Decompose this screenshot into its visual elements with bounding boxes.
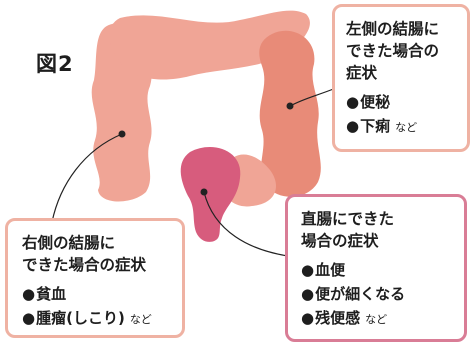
rectal-heading: 直腸にできた 場合の症状 (301, 208, 464, 252)
figure-label: 図2 (36, 52, 74, 76)
right-colon-symptoms-box: 右側の結腸に できた場合の症状 ●貧血 ●腫瘤(しこり) など (5, 218, 185, 338)
bullet-icon: ● (346, 117, 360, 135)
etc-label: など (395, 121, 418, 134)
transverse-colon (109, 10, 310, 80)
etc-label: など (365, 313, 388, 326)
right-colon-pointer (51, 133, 123, 223)
bullet-icon: ● (346, 93, 360, 111)
bullet-icon: ● (301, 261, 315, 279)
bullet-icon: ● (301, 309, 315, 327)
heading-line: 右側の結腸に (22, 234, 116, 252)
symptom-text: 残便感 (315, 309, 361, 327)
bullet-icon: ● (301, 285, 315, 303)
rectal-symptoms-box: 直腸にできた 場合の症状 ●血便 ●便が細くなる ●残便感など (285, 194, 467, 342)
left-colon-dot (286, 102, 294, 110)
bullet-icon: ● (22, 309, 36, 327)
pointer-lines (51, 87, 337, 257)
symptom-text: 貧血 (36, 285, 67, 303)
right-colon-dot (118, 130, 126, 138)
symptom-text: 便が細くなる (315, 285, 406, 303)
symptom-text: 腫瘤(しこり) (36, 309, 125, 327)
symptom-item: ●下痢など (346, 114, 467, 140)
heading-line: 左側の結腸に (346, 20, 440, 38)
heading-line: 症状 (346, 64, 378, 82)
colon-shape (91, 10, 321, 242)
left-colon-symptom-list: ●便秘 ●下痢など (346, 90, 467, 140)
heading-line: できた場合の (346, 42, 440, 60)
etc-label: など (129, 313, 152, 326)
symptom-item: ●腫瘤(しこり) など (22, 306, 182, 332)
rectal-symptom-list: ●血便 ●便が細くなる ●残便感など (301, 258, 464, 332)
symptom-item: ●貧血 (22, 282, 182, 306)
right-colon-symptom-list: ●貧血 ●腫瘤(しこり) など (22, 282, 182, 332)
rectal-pointer (203, 191, 289, 257)
left-colon-heading: 左側の結腸に できた場合の 症状 (346, 18, 467, 84)
descending-colon (259, 30, 321, 197)
right-colon-heading: 右側の結腸に できた場合の症状 (22, 232, 182, 276)
symptom-text: 便秘 (360, 93, 391, 111)
symptom-text: 下痢 (360, 117, 391, 135)
symptom-item: ●血便 (301, 258, 464, 282)
symptom-item: ●残便感など (301, 306, 464, 332)
left-colon-symptoms-box: 左側の結腸に できた場合の 症状 ●便秘 ●下痢など (332, 4, 470, 152)
heading-line: できた場合の症状 (22, 256, 147, 274)
symptom-text: 血便 (315, 261, 346, 279)
heading-line: 場合の症状 (301, 232, 379, 250)
symptom-item: ●便秘 (346, 90, 467, 114)
rectum (180, 147, 241, 242)
symptom-item: ●便が細くなる (301, 282, 464, 306)
bullet-icon: ● (22, 285, 36, 303)
rectal-dot (200, 188, 208, 196)
left-colon-pointer (289, 87, 337, 107)
heading-line: 直腸にできた (301, 210, 395, 228)
